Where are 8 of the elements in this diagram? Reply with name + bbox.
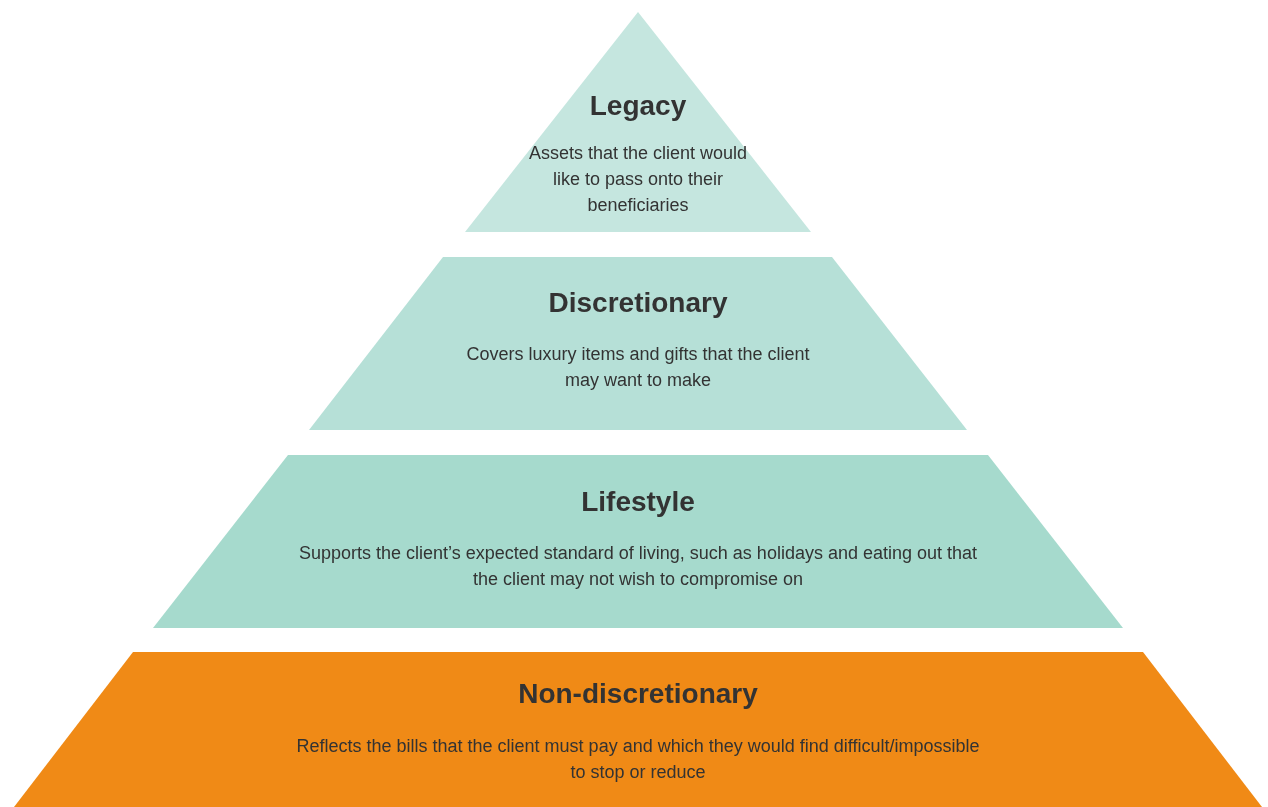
tier-title: Lifestyle [581,485,695,519]
tier-description: Reflects the bills that the client must pay and which they would find difficult/impossible to stop or reduce [295,735,981,784]
tier-title: Non-discretionary [518,677,758,711]
tier-title: Discretionary [548,286,728,320]
tier-description: Covers luxury items and gifts that the client may want to make [465,343,811,392]
tier-description: Supports the client’s expected standard of living, such as holidays and eating out that the client may not wish to compromise on [297,542,979,591]
tier-description: Assets that the client would like to pass onto their beneficiaries [527,142,749,217]
tier-title: Legacy [589,89,687,123]
